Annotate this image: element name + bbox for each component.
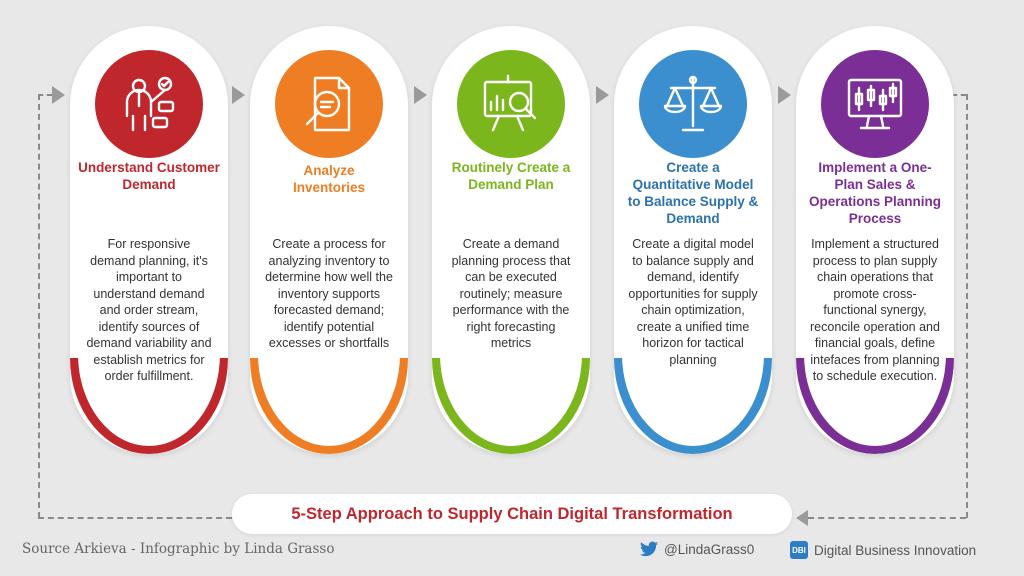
twitter-handle: @LindaGrass0 [664, 541, 755, 557]
dbi-logo-icon: DBI [790, 541, 808, 559]
step-4-title: Create a Quantitative Model to Balance S… [627, 160, 759, 226]
document-magnifier-icon [305, 76, 351, 132]
step-1-title: Understand Customer Demand [78, 160, 220, 192]
step-5-icon-circle [821, 50, 929, 158]
step-4-accent-arc [614, 350, 772, 454]
arrow-step-4-to-5 [778, 86, 791, 104]
step-3-accent-arc [432, 350, 590, 454]
footer-brand: DBI Digital Business Innovation [790, 541, 976, 559]
step-2-title: Analyze Inventories [292, 163, 366, 195]
brand-name: Digital Business Innovation [814, 542, 977, 558]
loop-right-top [952, 94, 966, 96]
arrow-step-1-to-2 [232, 86, 245, 104]
step-card-2: Analyze Inventories Create a process for… [250, 26, 408, 454]
step-3-description: Create a demand planning process that ca… [451, 237, 571, 350]
step-2-accent-arc [250, 350, 408, 454]
step-3-icon-circle [457, 50, 565, 158]
step-card-3: Routinely Create a Demand Plan Create a … [432, 26, 590, 454]
twitter-icon [640, 541, 658, 557]
step-1-description: For responsive demand planning, it's imp… [86, 237, 212, 383]
step-card-5: Implement a One-Plan Sales & Operations … [796, 26, 954, 454]
step-card-4: Create a Quantitative Model to Balance S… [614, 26, 772, 454]
footer-twitter[interactable]: @LindaGrass0 [640, 541, 754, 557]
step-5-title: Implement a One-Plan Sales & Operations … [808, 160, 941, 226]
step-3-title: Routinely Create a Demand Plan [451, 160, 571, 192]
step-5-description: Implement a structured process to plan s… [810, 237, 940, 383]
monitor-chart-icon [847, 78, 903, 130]
step-2-description: Create a process for analyzing inventory… [265, 237, 393, 350]
loop-right-vertical [966, 94, 968, 518]
loop-left-top [38, 94, 52, 96]
balance-scale-icon [663, 75, 723, 132]
step-card-1: Understand Customer Demand For responsiv… [70, 26, 228, 454]
step-2-icon-circle [275, 50, 383, 158]
arrow-step-3-to-4 [596, 86, 609, 104]
infographic-title: 5-Step Approach to Supply Chain Digital … [232, 494, 792, 534]
step-1-icon-circle [95, 50, 203, 158]
arrow-into-bottom-title [796, 510, 808, 526]
step-4-icon-circle [639, 50, 747, 158]
arrow-into-step-1 [52, 86, 65, 104]
loop-left-vertical [38, 94, 40, 518]
footer-source: Source Arkieva - Infographic by Linda Gr… [22, 541, 335, 557]
presenter-icon [125, 76, 175, 132]
loop-bottom-right [808, 517, 966, 519]
step-4-description: Create a digital model to balance supply… [628, 237, 758, 367]
chart-board-icon [483, 74, 537, 132]
arrow-step-2-to-3 [414, 86, 427, 104]
loop-bottom-left [38, 517, 232, 519]
